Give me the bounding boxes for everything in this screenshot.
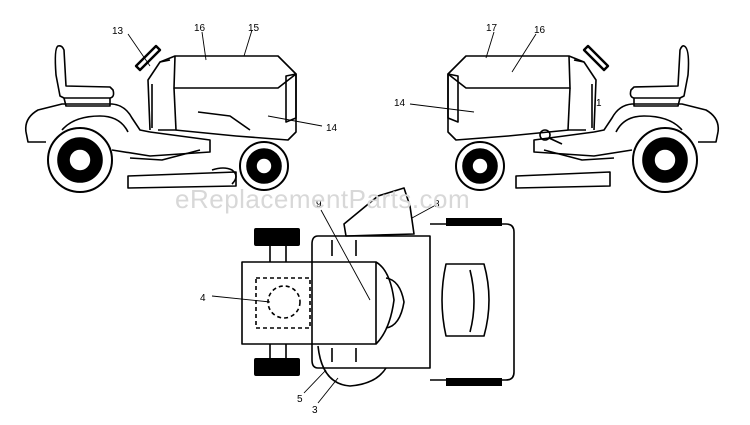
callout-15: 15 [248,23,260,34]
callout-9: 9 [316,199,322,210]
callout-5: 5 [297,394,303,405]
callout-4: 4 [200,293,206,304]
callout-3: 3 [312,405,318,416]
watermark: eReplacementParts.com [175,184,470,214]
callout-14-right: 14 [394,98,406,109]
top-view-wheels [254,218,502,386]
callout-17: 17 [486,23,498,34]
callout-8: 8 [434,199,440,210]
callout-14-left: 14 [326,123,338,134]
tractor-left-view [24,44,297,193]
leader-lines [127,29,537,404]
callout-1: 1 [596,98,602,109]
tractor-right-view [447,44,720,193]
callout-13: 13 [112,26,124,37]
callout-labels: 13 16 15 14 17 16 14 1 9 8 4 5 3 [112,23,602,416]
callout-16-left: 16 [194,23,206,34]
callout-16-right: 16 [534,25,546,36]
tractor-top-view [241,187,515,387]
